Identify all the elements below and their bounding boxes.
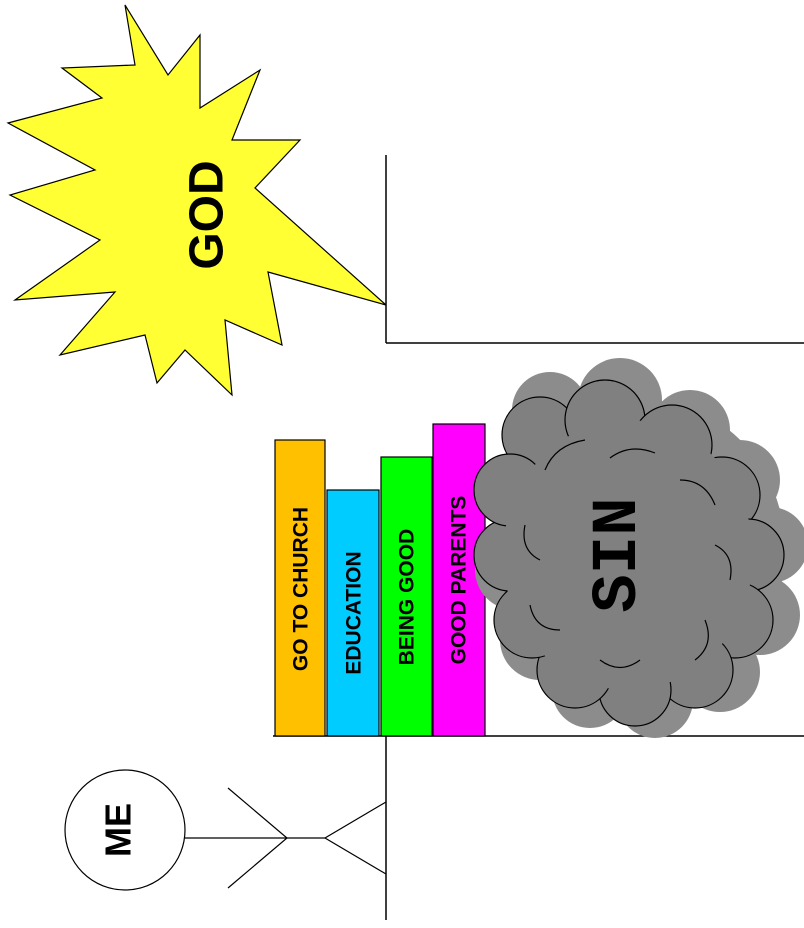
me-arms: [227, 787, 288, 889]
god-starburst: [6, 4, 387, 397]
sin-cloud: SIN: [473, 358, 804, 738]
sin-label: SIN: [583, 497, 655, 612]
book-label-good-parents: GOOD PARENTS: [448, 496, 471, 665]
book-education: [326, 489, 380, 737]
me-legs: [323, 801, 387, 875]
me-label: ME: [98, 803, 139, 857]
books-stack: [274, 423, 486, 737]
me-head: [64, 769, 186, 891]
book-being-good: [380, 456, 433, 737]
sin-cloud-arcs: [523, 439, 732, 669]
sin-cloud-core: [503, 420, 753, 690]
book-go-to-church: [274, 439, 326, 737]
me-figure: [64, 769, 387, 891]
book-label-being-good: BEING GOOD: [396, 529, 419, 666]
book-label-education: EDUCATION: [343, 551, 366, 674]
god-label: GOD: [181, 160, 234, 269]
book-label-go-to-church: GO TO CHURCH: [290, 507, 313, 671]
